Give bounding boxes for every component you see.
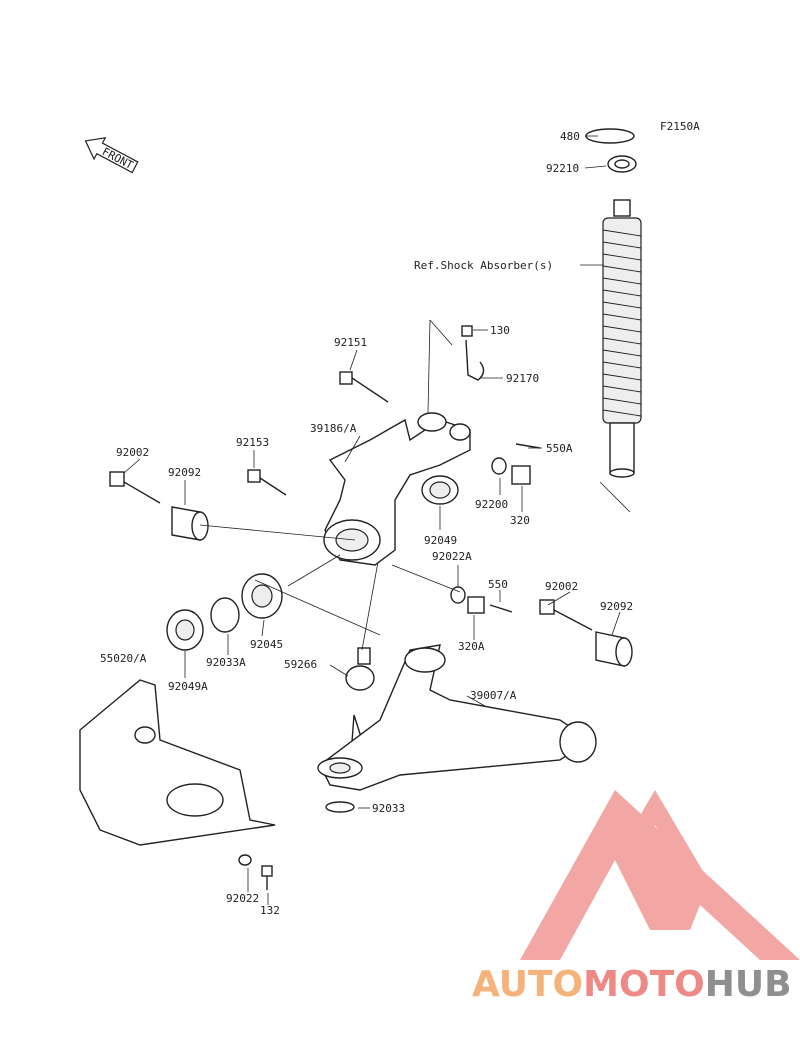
label-92049: 92049 (424, 534, 457, 547)
label-92002-left: 92002 (116, 446, 149, 459)
front-label: FRONT (100, 145, 136, 172)
label-39007A: 39007/A (470, 689, 517, 702)
label-92033: 92033 (372, 802, 405, 815)
label-132: 132 (260, 904, 280, 917)
label-92033A: 92033A (206, 656, 246, 669)
label-92153: 92153 (236, 436, 269, 449)
label-55020A: 55020/A (100, 652, 147, 665)
label-92002-right: 92002 (545, 580, 578, 593)
label-92022: 92022 (226, 892, 259, 905)
a-arm (317, 644, 597, 791)
leader-lines (123, 135, 621, 905)
watermark-auto: AUTO (472, 964, 583, 1005)
label-92210: 92210 (546, 162, 579, 175)
label-92200: 92200 (475, 498, 508, 511)
label-92022A: 92022A (432, 550, 472, 563)
label-92170: 92170 (506, 372, 539, 385)
ball-joint (345, 647, 375, 743)
label-92045: 92045 (250, 638, 283, 651)
label-130: 130 (490, 324, 510, 337)
watermark-moto: MOTO (583, 964, 705, 1005)
label-92049A: 92049A (168, 680, 208, 693)
watermark-logo (520, 790, 800, 965)
label-92092-left: 92092 (168, 466, 201, 479)
ref-shock-absorber: Ref.Shock Absorber(s) (414, 259, 553, 272)
bushings (166, 457, 633, 866)
label-59266: 59266 (284, 658, 317, 671)
label-92151: 92151 (334, 336, 367, 349)
front-arrow: FRONT (84, 137, 139, 174)
label-320: 320 (510, 514, 530, 527)
shock-absorber (585, 128, 642, 513)
label-320A: 320A (458, 640, 485, 653)
watermark-text: AUTOMOTOHUB (472, 964, 792, 1005)
guard-plate (79, 679, 276, 846)
label-550A: 550A (546, 442, 573, 455)
label-92092-right: 92092 (600, 600, 633, 613)
diagram-code: F2150A (660, 120, 700, 133)
bolts (109, 325, 593, 890)
knuckle (323, 412, 471, 566)
watermark-hub: HUB (705, 964, 792, 1005)
label-39186A: 39186/A (310, 422, 357, 435)
label-550: 550 (488, 578, 508, 591)
label-480: 480 (560, 130, 580, 143)
